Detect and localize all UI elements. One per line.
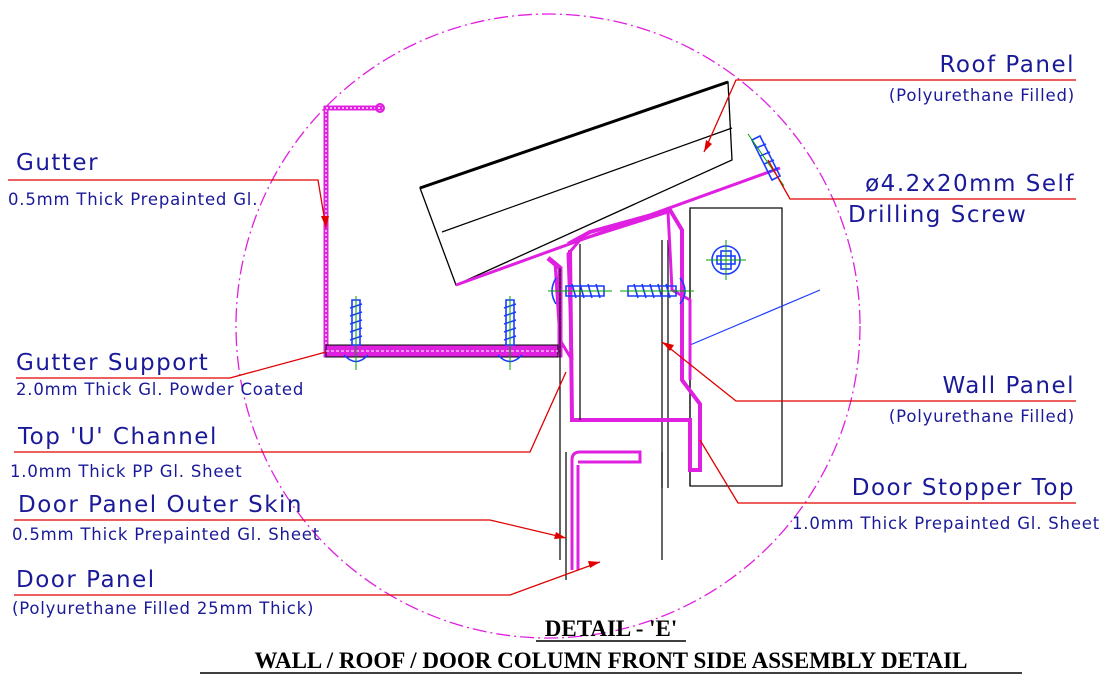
gutter-label: Gutter <box>16 150 99 176</box>
door-panel <box>565 450 663 580</box>
roof-panel-label: Roof Panel <box>939 52 1075 78</box>
wall-panel-label: Wall Panel <box>942 373 1075 399</box>
top-u-channel <box>553 207 702 560</box>
gutter-support <box>325 344 559 358</box>
screw-gutter-right <box>497 296 523 370</box>
door-stopper-note: 1.0mm Thick Prepainted Gl. Sheet <box>792 514 1100 533</box>
wall-panel <box>661 207 821 488</box>
screw-head-icon <box>706 240 746 280</box>
roof-panel <box>419 80 781 287</box>
wall-panel-note: (Polyurethane Filled) <box>889 407 1075 426</box>
door-skin-note: 0.5mm Thick Prepainted Gl. Sheet <box>12 525 320 544</box>
detail-title: DETAIL - 'E' <box>545 616 678 641</box>
door-stopper-label: Door Stopper Top <box>852 475 1075 501</box>
door-panel-label: Door Panel <box>16 567 156 593</box>
screw-gutter-left <box>343 296 369 370</box>
door-skin-label: Door Panel Outer Skin <box>18 492 303 518</box>
leader-lines <box>8 79 1076 596</box>
detail-subtitle: WALL / ROOF / DOOR COLUMN FRONT SIDE ASS… <box>255 648 968 673</box>
roof-panel-note: (Polyurethane Filled) <box>889 86 1075 105</box>
gutter-support-label: Gutter Support <box>16 350 209 376</box>
gutter-note: 0.5mm Thick Prepainted Gl. <box>8 190 258 209</box>
door-panel-note: (Polyurethane Filled 25mm Thick) <box>12 599 314 618</box>
screw-u-channel-right <box>620 277 694 305</box>
top-u-channel-label: Top 'U' Channel <box>17 424 218 450</box>
detail-circle <box>235 13 861 639</box>
top-u-channel-note: 1.0mm Thick PP Gl. Sheet <box>10 462 243 481</box>
screw-u-channel-left <box>548 277 612 305</box>
gutter-support-note: 2.0mm Thick Gl. Powder Coated <box>16 380 304 399</box>
screw-note: Drilling Screw <box>848 202 1027 228</box>
screw-label: ø4.2x20mm Self <box>865 171 1075 197</box>
